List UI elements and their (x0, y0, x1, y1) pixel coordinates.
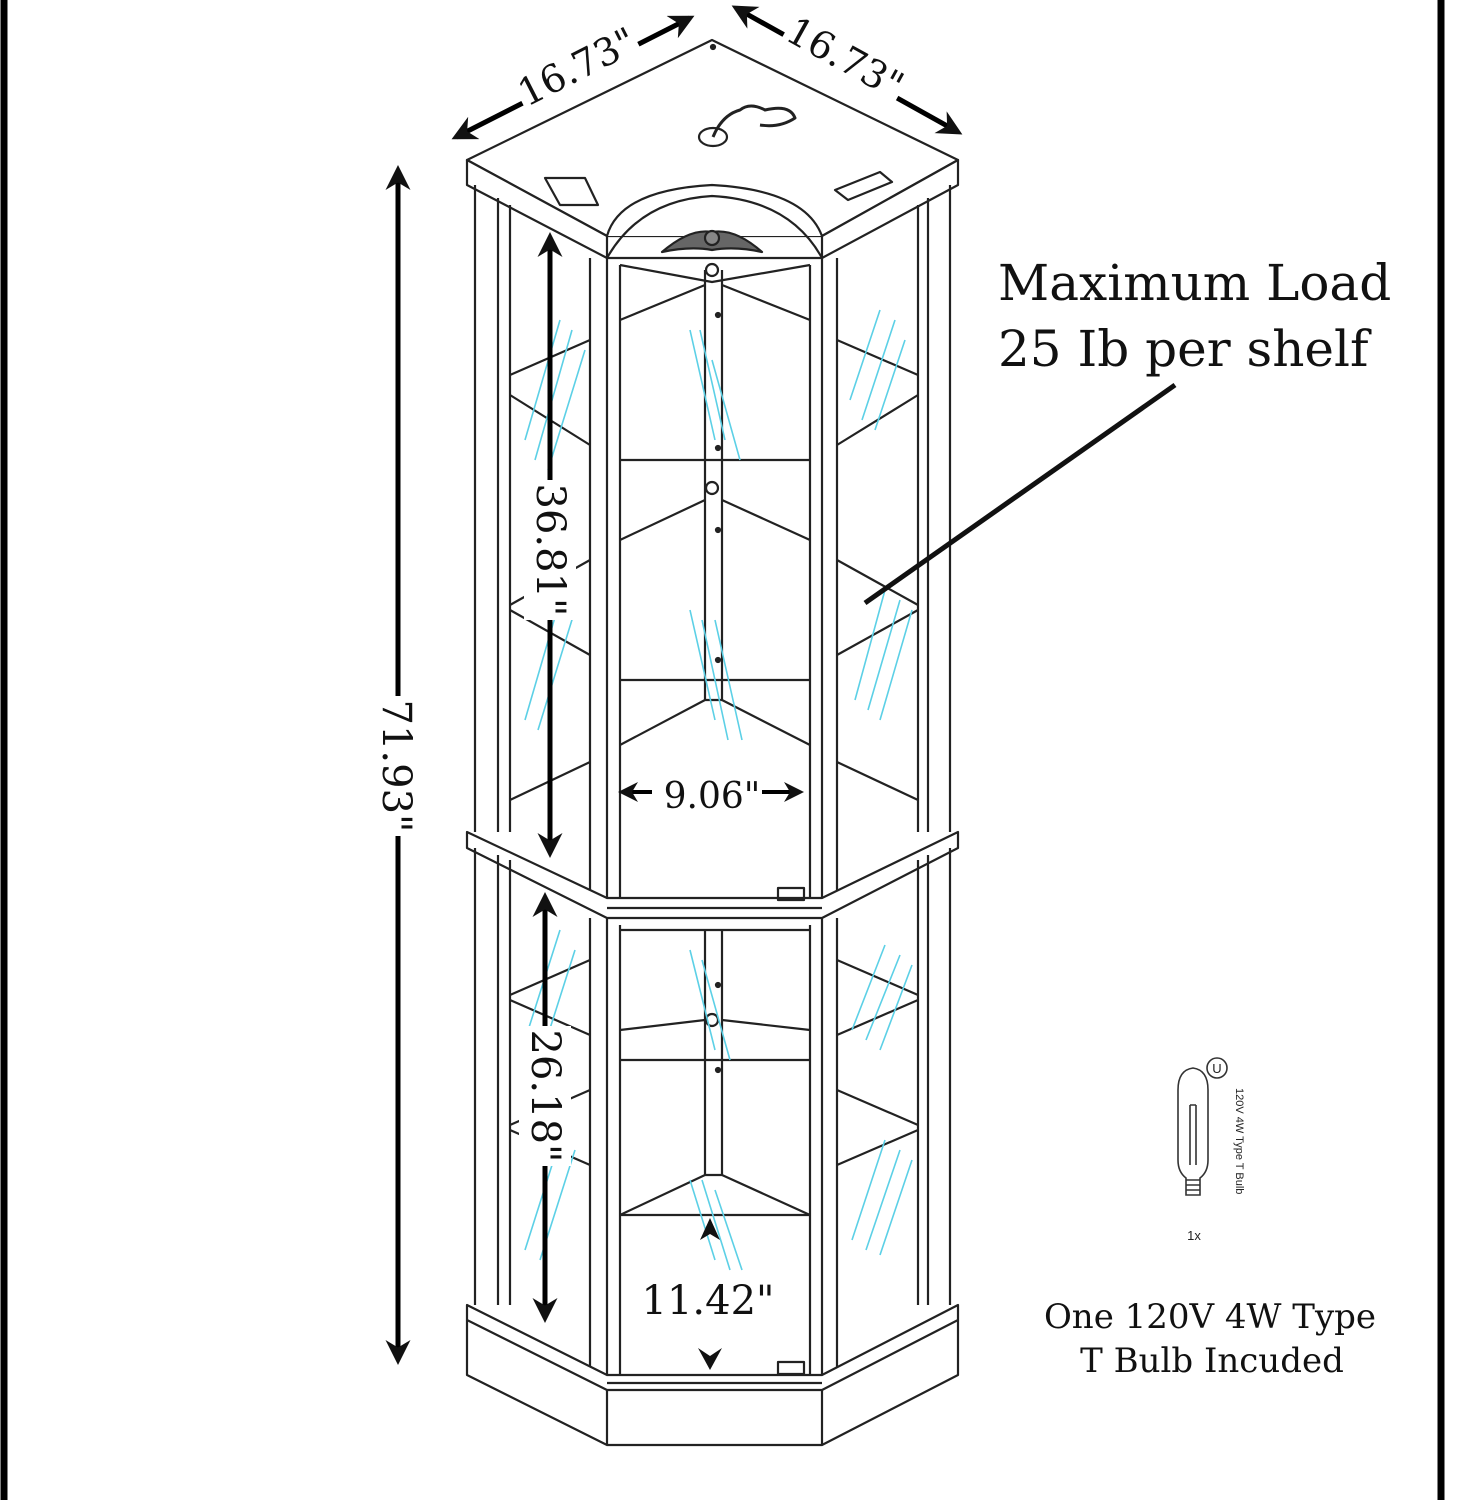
cert-mark-circle (1206, 1057, 1228, 1079)
shelf-spacing-arrows (698, 1218, 722, 1370)
label-door-width: 9.06" (664, 776, 761, 817)
max-load-leader (863, 382, 1177, 606)
max-load-value: 25 Ib per shelf (998, 320, 1372, 378)
cabinet-drawing (465, 38, 960, 1447)
middle-molding (465, 830, 960, 920)
max-load-title: Maximum Load (998, 254, 1391, 312)
bulb-icon (1177, 1067, 1209, 1196)
label-lower-section-height: 26.18" (522, 1030, 568, 1163)
arrow-up-head (700, 1218, 720, 1240)
bulb-spec: 120V 4W Type T Bulb (1233, 1088, 1245, 1194)
bulb-illustration (1177, 1057, 1228, 1196)
bulb-quantity: 1x (1187, 1228, 1201, 1243)
label-total-height: 71.93" (373, 700, 419, 833)
label-shelf-spacing: 11.42" (642, 1278, 775, 1324)
bulb-caption-line2: T Bulb Incuded (1080, 1341, 1344, 1381)
bulb-caption-line1: One 120V 4W Type (1044, 1297, 1376, 1337)
cert-mark: U (1212, 1061, 1221, 1076)
crown-arch (605, 183, 824, 237)
label-upper-section-height: 36.81" (527, 484, 573, 617)
power-hole (697, 126, 729, 148)
arrow-down-head (698, 1348, 722, 1370)
